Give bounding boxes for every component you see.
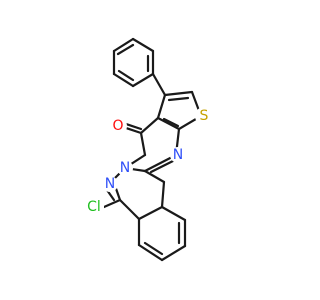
- benzo-bond: [160, 244, 187, 262]
- benzo-bond: [160, 205, 187, 222]
- phenyl-bond: [131, 37, 155, 53]
- phenyl-double-bond: [116, 43, 135, 56]
- nitrogen-bridge-atom: N: [117, 160, 133, 176]
- phenyl-link-bond: [151, 72, 167, 97]
- ring-bond: [137, 205, 164, 221]
- carbonyl-double-bond: [124, 122, 143, 131]
- chlorine-atom: Cl: [84, 199, 104, 215]
- ring-double-bond: [149, 158, 177, 174]
- nitrogen-ring-label: N: [105, 176, 115, 192]
- ring-bond: [139, 131, 147, 157]
- thiophene-double-bond: [167, 96, 190, 102]
- phenyl-bond: [112, 72, 135, 88]
- oxygen-atom: O: [109, 117, 127, 135]
- carbonyl-bond: [124, 126, 143, 135]
- phenyl-double-bond: [117, 69, 135, 82]
- thiophene-bond: [156, 93, 167, 120]
- molecule-diagram: O S N N N Cl: [84, 37, 213, 262]
- nitrogen-ring-atom: N: [102, 176, 118, 192]
- sulfur-atom: S: [195, 107, 213, 125]
- chloro-bond: [102, 198, 122, 209]
- thiophene-bond: [163, 90, 194, 97]
- nitrogen-pyrimidine-atom: N: [170, 147, 186, 163]
- oxygen-label: O: [112, 118, 123, 134]
- thiophene-double-bond: [162, 117, 180, 128]
- benzo-bond: [137, 243, 164, 262]
- thiophene-bond: [156, 116, 181, 131]
- ring-bond: [160, 180, 166, 209]
- sulfur-label: S: [200, 108, 209, 124]
- ring-bond: [118, 198, 141, 221]
- chlorine-label: Cl: [87, 199, 101, 215]
- atom-labels: O S N N N Cl: [84, 107, 213, 215]
- bonds: [102, 37, 203, 262]
- phenyl-bond: [131, 72, 155, 88]
- phenyl-bond: [112, 37, 135, 53]
- nitrogen-pyrimidine-label: N: [173, 147, 183, 163]
- structure-svg: O S N N N Cl: [84, 37, 213, 262]
- nitrogen-bridge-label: N: [120, 160, 130, 176]
- benzo-double-bond: [143, 241, 164, 256]
- ring-bond: [139, 116, 160, 135]
- ring-bond: [143, 169, 166, 184]
